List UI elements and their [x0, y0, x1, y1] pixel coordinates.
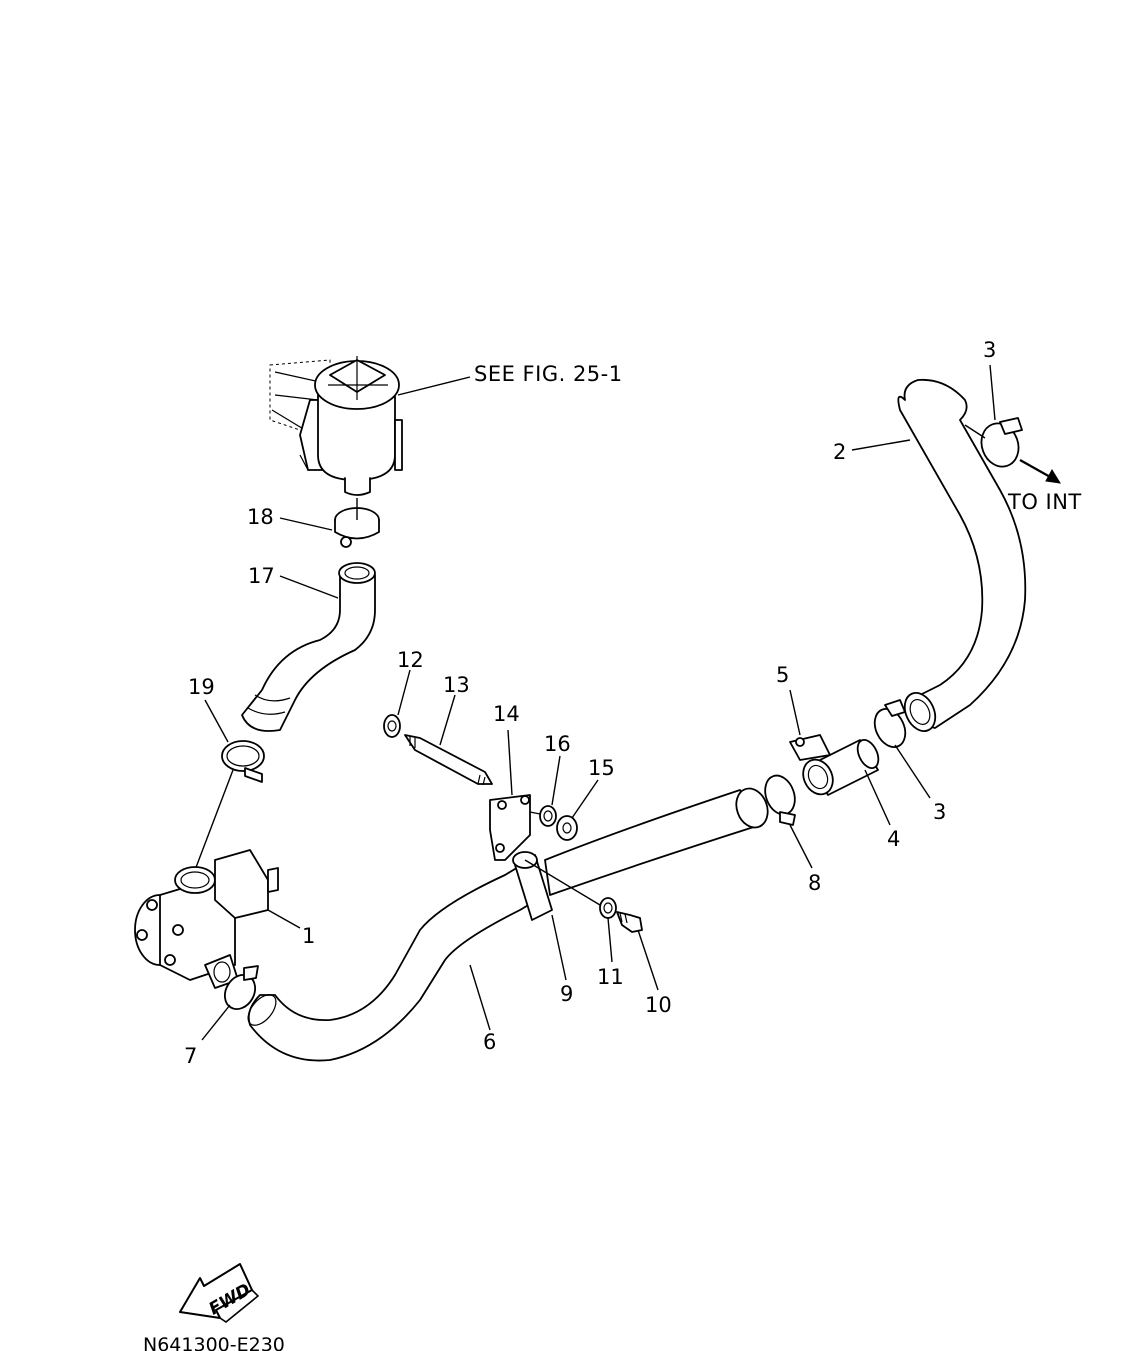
bolt-10	[616, 911, 643, 933]
callout-1: 1	[302, 924, 315, 948]
hose-clamp-8	[764, 774, 796, 826]
direction-note: TO INT	[1007, 490, 1082, 514]
nut-15	[556, 815, 578, 841]
reference-note: SEE FIG. 25-1	[474, 362, 623, 386]
hose-clamp-7	[224, 965, 259, 1010]
long-hose-6	[247, 859, 546, 1062]
callout-3-upper: 3	[983, 338, 996, 362]
callout-14: 14	[493, 702, 520, 726]
callout-4: 4	[887, 827, 900, 851]
threaded-stud-13	[404, 734, 493, 786]
callout-13: 13	[443, 673, 470, 697]
callout-18: 18	[247, 505, 274, 529]
hose-clamp-19	[194, 740, 265, 871]
callout-15: 15	[588, 756, 615, 780]
fwd-arrow-icon: FWD	[179, 1263, 260, 1323]
washer-16	[539, 805, 557, 827]
callout-8: 8	[808, 871, 821, 895]
callout-7: 7	[184, 1044, 197, 1068]
hose-segment-upper	[544, 787, 769, 896]
washer-12	[383, 714, 401, 738]
bracket-tab-5	[789, 734, 831, 761]
callout-2: 2	[833, 440, 846, 464]
water-pump-1	[134, 849, 279, 989]
callout-10: 10	[645, 993, 672, 1017]
callout-16: 16	[544, 732, 571, 756]
callout-11: 11	[597, 965, 624, 989]
callout-19: 19	[188, 675, 215, 699]
callout-9: 9	[560, 982, 573, 1006]
hose-clamp-3-upper	[964, 417, 1023, 468]
drawing-code: N641300-E230	[143, 1334, 285, 1351]
hose-clamp-18	[334, 498, 380, 548]
callout-17: 17	[248, 564, 275, 588]
pipe-fitting-4	[802, 738, 880, 796]
washer-11	[599, 897, 617, 919]
callout-6: 6	[483, 1030, 496, 1054]
hose-clamp-3-lower	[873, 699, 907, 748]
callout-12: 12	[397, 648, 424, 672]
large-hose-2	[897, 378, 1027, 732]
mounting-plate-14	[489, 794, 546, 861]
callout-3-lower: 3	[933, 800, 946, 824]
elbow-hose-17	[241, 562, 376, 732]
to-int-arrow-icon	[1019, 459, 1061, 484]
reference-assembly	[269, 356, 403, 496]
callout-5: 5	[776, 663, 789, 687]
